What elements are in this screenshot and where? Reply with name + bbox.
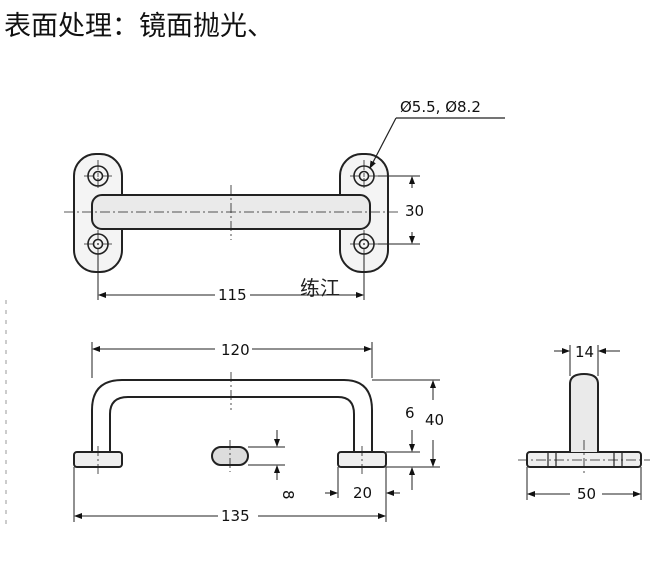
- dim-20-label: 20: [353, 484, 372, 502]
- dim-115-label: 115: [218, 286, 247, 304]
- side-view: [518, 345, 650, 500]
- page-title: 表面处理：镜面抛光、: [4, 11, 274, 42]
- dim-135-label: 135: [221, 507, 250, 525]
- dim-6-label: 6: [405, 404, 415, 422]
- side-handle-post: [569, 372, 599, 452]
- dim-30-label: 30: [405, 202, 424, 220]
- dim-40-label: 40: [425, 411, 444, 429]
- dim-14-label: 14: [575, 343, 594, 361]
- top-view: [64, 117, 505, 300]
- hole-spec-label: Ø5.5, Ø8.2: [400, 98, 481, 116]
- watermark-text: 练江: [300, 276, 340, 300]
- handle-outer: [91, 379, 373, 452]
- dim-120-label: 120: [221, 341, 250, 359]
- dim-50-label: 50: [577, 485, 596, 503]
- dim-8-label: 8: [279, 490, 297, 500]
- front-view: [73, 342, 440, 522]
- handle-inner: [109, 396, 355, 452]
